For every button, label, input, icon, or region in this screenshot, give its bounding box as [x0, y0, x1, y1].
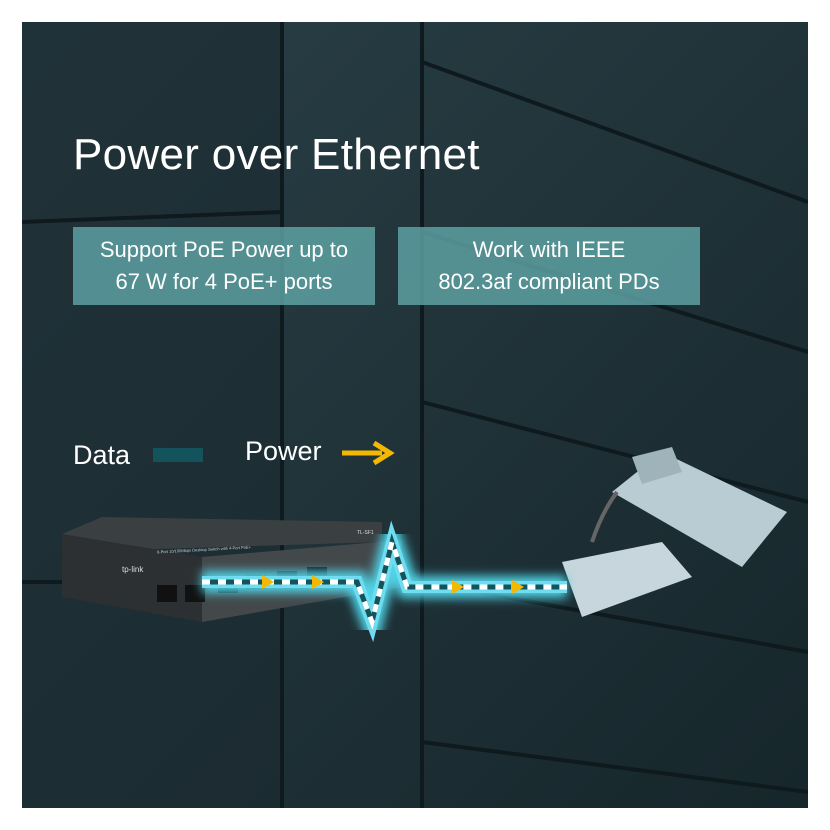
data-legend-label: Data [73, 440, 131, 470]
legend-symbols [153, 440, 395, 466]
cable-path [202, 502, 567, 659]
feature-text: 802.3af compliant PDs [438, 269, 660, 294]
device-model-short: TL-SF1 [357, 530, 374, 536]
power-legend-label: Power [245, 436, 322, 466]
left-building [22, 22, 282, 808]
brand-logo: tp-link [122, 565, 144, 574]
camera [562, 447, 787, 617]
feature-text: Support PoE Power up to [99, 237, 349, 262]
feature-box-poe-power: Support PoE Power up to 67 W for 4 PoE+ … [73, 227, 375, 305]
feature-text: 67 W for 4 PoE+ ports [115, 269, 333, 294]
poe-switch: tp-link [62, 517, 402, 622]
background-illustration: tp-link [22, 22, 808, 808]
power-arrows [262, 575, 524, 594]
page-title: Power over Ethernet [73, 130, 480, 179]
poe-scene: tp-link Power over Ethernet Support PoE … [22, 22, 808, 808]
data-legend-swatch [153, 448, 203, 462]
feature-text: Work with IEEE [472, 237, 626, 262]
feature-box-ieee: Work with IEEE 802.3af compliant PDs [398, 227, 700, 305]
